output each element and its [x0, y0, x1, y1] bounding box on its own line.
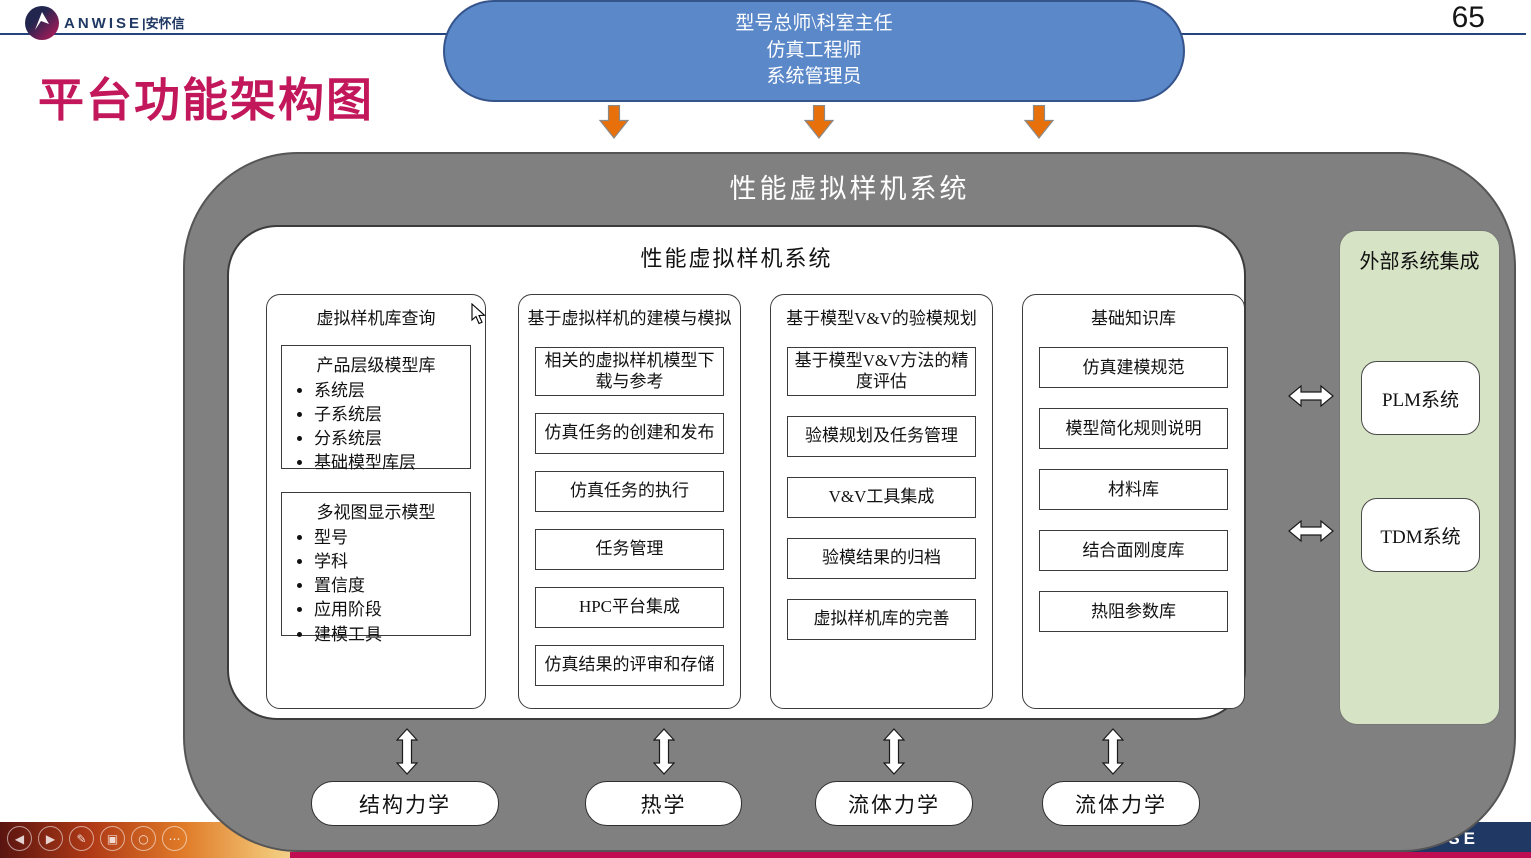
brand-wordmark: ANWISE|安怀信	[64, 13, 185, 32]
function-box: 仿真任务的创建和发布	[535, 412, 724, 454]
function-box: 虚拟样机库的完善	[787, 598, 976, 640]
function-box: 验模结果的归档	[787, 537, 976, 579]
function-box: 仿真结果的评审和存储	[535, 644, 724, 686]
bullet-item: 置信度	[314, 574, 470, 598]
function-box: 任务管理	[535, 528, 724, 570]
next-icon[interactable]: ▶	[38, 826, 63, 851]
anwise-logo-icon	[24, 5, 60, 46]
column-box-list: 相关的虚拟样机模型下载与参考 仿真任务的创建和发布 仿真任务的执行 任务管理 H…	[535, 347, 724, 686]
mouse-cursor-icon	[470, 302, 486, 330]
prev-icon[interactable]: ◀	[7, 826, 32, 851]
function-box: 结合面刚度库	[1039, 530, 1228, 571]
column-title: 基于虚拟样机的建模与模拟	[527, 309, 732, 328]
column-title: 基础知识库	[1091, 309, 1176, 328]
more-icon[interactable]: ⋯	[162, 826, 187, 851]
brand-cn: |安怀信	[142, 16, 185, 31]
function-box: 基于模型V&V方法的精度评估	[787, 347, 976, 396]
group-product-model-library: 产品层级模型库 系统层 子系统层 分系统层 基础模型库层	[281, 345, 471, 472]
role-line: 系统管理员	[766, 66, 862, 88]
discipline-fluid-mechanics: 流体力学	[1042, 781, 1200, 826]
page-number: 65	[1451, 1, 1485, 34]
group-multiview-model: 多视图显示模型 型号 学科 置信度 应用阶段 建模工具	[281, 492, 471, 644]
performance-vp-system-panel: 性能虚拟样机系统 虚拟样机库查询 产品层级模型库 系统层 子系统层 分系统层 基…	[227, 225, 1246, 720]
pen-icon[interactable]: ✎	[69, 826, 94, 851]
discipline-fluid-mechanics: 流体力学	[815, 781, 973, 826]
function-box: 热阻参数库	[1039, 591, 1228, 632]
discipline-thermal: 热学	[585, 781, 742, 826]
external-systems-title: 外部系统集成	[1359, 251, 1480, 273]
column-vp-library-query: 虚拟样机库查询 产品层级模型库 系统层 子系统层 分系统层 基础模型库层 多视图…	[266, 294, 486, 709]
group-title: 多视图显示模型	[316, 503, 436, 522]
column-box-list: 基于模型V&V方法的精度评估 验模规划及任务管理 V&V工具集成 验模结果的归档…	[787, 347, 976, 640]
brand-en: ANWISE	[64, 15, 142, 32]
role-line: 型号总师\科室主任	[735, 12, 893, 34]
bullet-item: 建模工具	[314, 623, 470, 647]
function-box: 仿真任务的执行	[535, 470, 724, 512]
slide-title: 平台功能架构图	[38, 74, 374, 126]
bullet-item: 子系统层	[314, 403, 470, 427]
bullet-item: 型号	[314, 526, 470, 550]
column-title: 基于模型V&V的验模规划	[786, 309, 977, 328]
roles-capsule: 型号总师\科室主任 仿真工程师 系统管理员	[443, 0, 1185, 102]
bullet-item: 系统层	[314, 379, 470, 403]
inner-system-title: 性能虚拟样机系统	[640, 246, 833, 271]
bullet-item: 学科	[314, 550, 470, 574]
function-box: V&V工具集成	[787, 476, 976, 518]
function-box: 仿真建模规范	[1039, 347, 1228, 388]
performance-vp-system-container: 性能虚拟样机系统 性能虚拟样机系统 虚拟样机库查询 产品层级模型库 系统层 子系…	[183, 152, 1516, 852]
column-modeling-simulation: 基于虚拟样机的建模与模拟 相关的虚拟样机模型下载与参考 仿真任务的创建和发布 仿…	[518, 294, 741, 709]
bullet-item: 应用阶段	[314, 598, 470, 622]
column-vv-planning: 基于模型V&V的验模规划 基于模型V&V方法的精度评估 验模规划及任务管理 V&…	[770, 294, 993, 709]
outer-system-title: 性能虚拟样机系统	[729, 174, 970, 204]
bullet-item: 基础模型库层	[314, 451, 470, 475]
double-arrow-horizontal-icon	[1288, 517, 1334, 550]
down-arrow-icon	[1023, 104, 1055, 144]
group-title: 产品层级模型库	[316, 356, 436, 375]
column-title: 虚拟样机库查询	[316, 309, 436, 328]
zoom-icon[interactable]: ○	[131, 826, 156, 851]
double-arrow-vertical-icon	[1101, 728, 1125, 780]
double-arrow-vertical-icon	[652, 728, 676, 780]
double-arrow-vertical-icon	[882, 728, 906, 780]
plm-system-box: PLM系统	[1361, 361, 1480, 435]
double-arrow-horizontal-icon	[1288, 382, 1334, 415]
function-box: HPC平台集成	[535, 586, 724, 628]
column-knowledge-base: 基础知识库 仿真建模规范 模型简化规则说明 材料库 结合面刚度库 热阻参数库	[1022, 294, 1245, 709]
role-line: 仿真工程师	[766, 39, 862, 61]
function-box: 材料库	[1039, 469, 1228, 510]
down-arrow-icon	[803, 104, 835, 144]
down-arrow-icon	[598, 104, 630, 144]
grid-icon[interactable]: ▣	[100, 826, 125, 851]
function-box: 相关的虚拟样机模型下载与参考	[535, 347, 724, 396]
discipline-structural-mechanics: 结构力学	[311, 781, 499, 826]
double-arrow-vertical-icon	[395, 728, 419, 780]
footer-crimson-bar	[290, 852, 1531, 858]
tdm-system-box: TDM系统	[1361, 498, 1480, 572]
bullet-item: 分系统层	[314, 427, 470, 451]
external-systems-panel: 外部系统集成 PLM系统 TDM系统	[1339, 230, 1500, 725]
viewer-toolbar: ◀ ▶ ✎ ▣ ○ ⋯	[7, 826, 187, 851]
column-box-list: 仿真建模规范 模型简化规则说明 材料库 结合面刚度库 热阻参数库	[1039, 347, 1228, 632]
function-box: 验模规划及任务管理	[787, 415, 976, 457]
function-box: 模型简化规则说明	[1039, 408, 1228, 449]
